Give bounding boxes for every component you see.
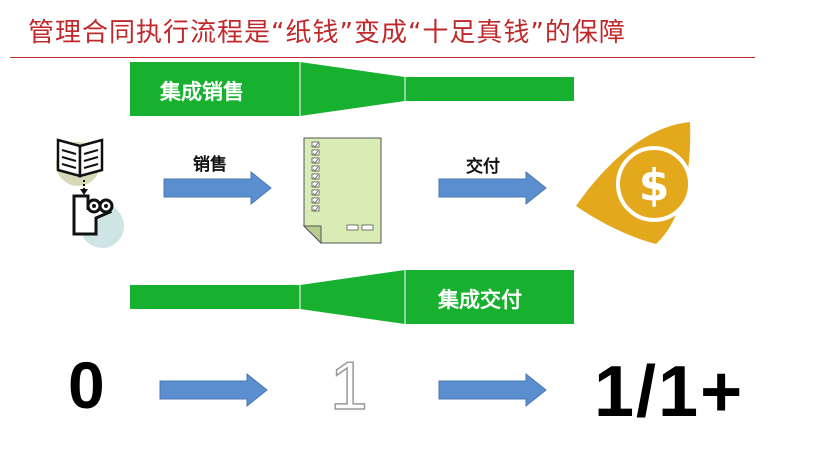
delivery-arrow xyxy=(438,170,547,206)
integrated-delivery-band xyxy=(130,270,574,324)
integrated-sales-band xyxy=(130,62,574,116)
book-icon xyxy=(56,138,104,195)
contract-document-icon xyxy=(303,137,382,245)
page-title: 管理合同执行流程是“纸钱”变成“十足真钱”的保障 xyxy=(28,18,626,48)
stage-end-value: 1/1+ xyxy=(594,352,745,432)
delivery-arrow-label: 交付 xyxy=(466,157,500,177)
sales-arrow xyxy=(163,170,272,206)
stage-middle-value: 1 xyxy=(329,348,368,424)
sales-arrow-label: 销售 xyxy=(193,155,227,175)
stage-arrow-2 xyxy=(438,372,547,408)
svg-text:$: $ xyxy=(639,160,670,211)
dollar-coin-icon: $ xyxy=(576,122,692,244)
stage-arrow-1 xyxy=(159,372,268,408)
integrated-sales-label: 集成销售 xyxy=(160,80,244,104)
stage-start-value: 0 xyxy=(68,348,105,422)
integrated-delivery-label: 集成交付 xyxy=(438,288,522,312)
title-divider xyxy=(10,57,755,58)
person-icon xyxy=(72,194,124,248)
